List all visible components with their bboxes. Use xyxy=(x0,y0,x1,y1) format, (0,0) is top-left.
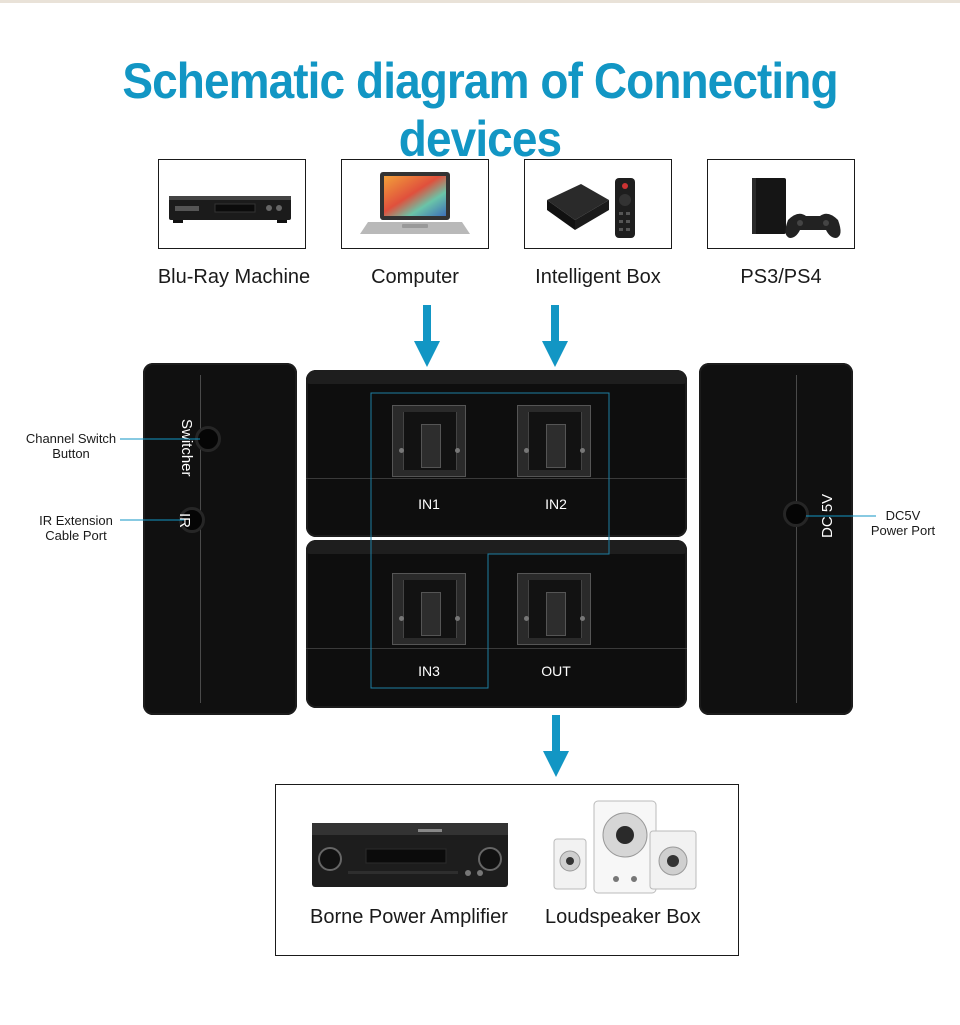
ps-box xyxy=(707,159,855,249)
in1-port[interactable] xyxy=(392,405,466,477)
page-title: Schematic diagram of Connecting devices xyxy=(122,53,838,167)
down-arrow-icon xyxy=(414,305,440,367)
callout-lines xyxy=(120,438,200,521)
blu-ray-box xyxy=(158,159,306,249)
laptop-icon xyxy=(360,172,470,234)
output-devices-box xyxy=(275,784,739,956)
in2-port[interactable] xyxy=(517,405,591,477)
left-side-panel: Switcher IR xyxy=(143,363,297,715)
dc-power-port[interactable] xyxy=(783,501,809,527)
switch-lower-module xyxy=(306,540,687,708)
input-label-computer: Computer xyxy=(371,266,459,288)
out-label: OUT xyxy=(541,663,571,679)
input-label-blu-ray: Blu-Ray Machine xyxy=(157,266,311,288)
input-label-intelligent-box: Intelligent Box xyxy=(535,266,661,288)
output-label-amplifier: Borne Power Amplifier xyxy=(310,906,508,928)
ir-callout: IR Extension Cable Port xyxy=(39,513,113,543)
intelligent-box-box xyxy=(524,159,672,249)
in3-port[interactable] xyxy=(392,573,466,645)
dc-callout: DC5V Power Port xyxy=(870,508,936,538)
in3-label: IN3 xyxy=(418,663,440,679)
input-label-ps: PS3/PS4 xyxy=(740,266,822,288)
top-divider xyxy=(0,0,960,3)
down-arrow-icon xyxy=(543,715,569,777)
in2-label: IN2 xyxy=(545,496,567,512)
game-console-icon xyxy=(752,178,841,238)
dc-callout-line xyxy=(806,515,876,517)
channel-switch-callout: Channel Switch Button xyxy=(25,431,117,461)
amplifier-icon xyxy=(312,823,508,887)
blu-ray-player-icon xyxy=(169,196,291,223)
switch-upper-module xyxy=(306,370,687,537)
output-label-speakers: Loudspeaker Box xyxy=(545,906,701,928)
speakers-icon xyxy=(553,800,697,894)
out-port[interactable] xyxy=(517,573,591,645)
down-arrow-icon xyxy=(542,305,568,367)
in1-label: IN1 xyxy=(418,496,440,512)
tv-box-icon xyxy=(547,178,635,238)
right-side-panel: DC 5V xyxy=(699,363,853,715)
computer-box xyxy=(341,159,489,249)
input-group-outline xyxy=(370,392,610,689)
